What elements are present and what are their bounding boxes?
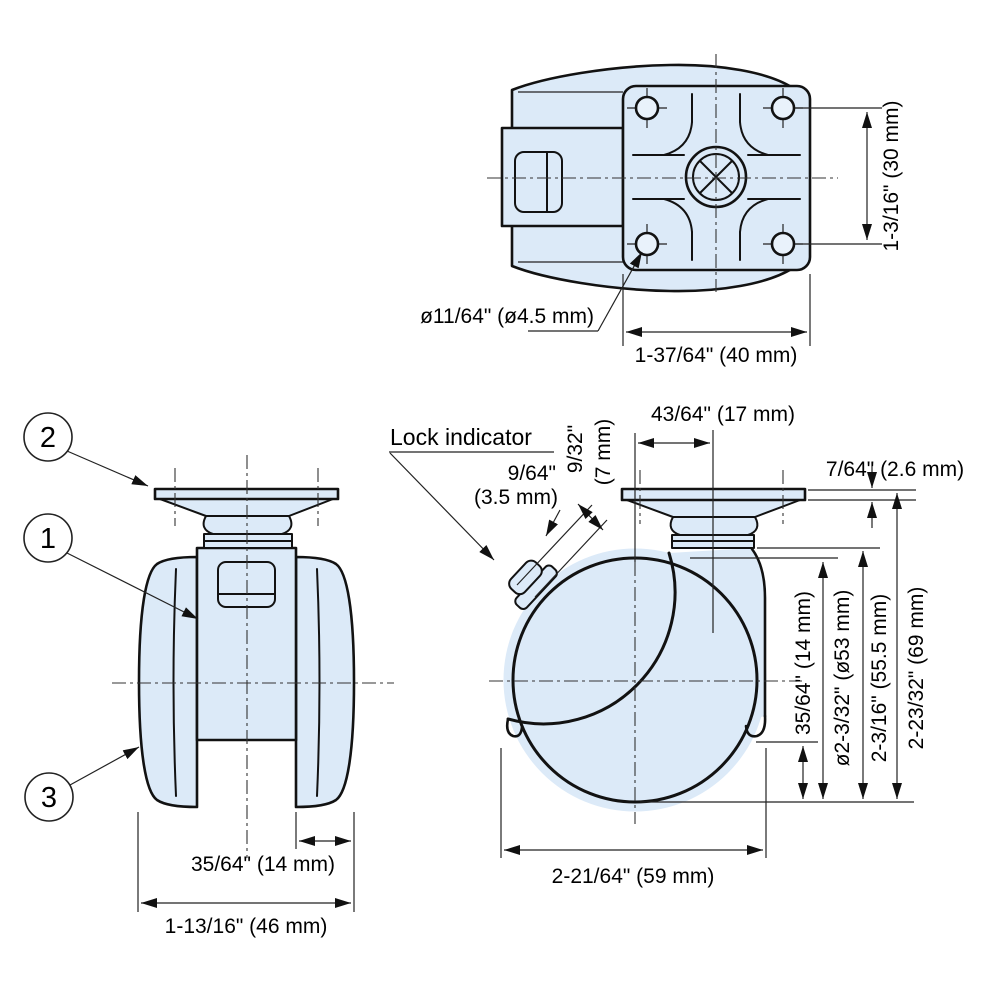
top-view: 1-3/16" (30 mm) 1-37/64" (40 mm) ø11/64"… [420,54,903,367]
side-view: 43/64" (17 mm) 7/64" (2.6 mm) 35/64" (14… [389,403,964,888]
side-shell-left-foot [505,717,524,738]
dim-text-lock-protrusion-1: 9/64" [508,462,556,485]
dim-text-ground-clearance: 35/64" (14 mm) [792,591,815,735]
dim-swivel-offset: 43/64" (17 mm) [638,403,795,448]
balloon-3-label: 3 [41,782,57,814]
side-stem-neck [669,516,759,536]
dim-overall-width: 1-13/16" (46 mm) [137,812,351,938]
dim-text-wheel-width: 35/64" (14 mm) [191,853,335,876]
dim-body-width: 2-21/64" (59 mm) [500,748,767,888]
dim-ground-clearance: 35/64" (14 mm) [792,591,815,799]
balloon-2-label: 2 [40,422,56,454]
dim-hole-spacing-vertical: 1-3/16" (30 mm) [795,101,903,252]
swivel-bore-cross-icon [699,160,733,194]
dim-text-plate-thickness: 7/64" (2.6 mm) [826,458,964,481]
balloon-1-label: 1 [40,523,56,555]
dim-plate-thickness: 7/64" (2.6 mm) [808,458,964,528]
dim-text-wheel-diameter: ø2-3/32" (ø53 mm) [831,590,854,767]
top-view-lock-button [514,151,563,213]
callout-hole-diameter: ø11/64" (ø4.5 mm) [420,251,643,332]
dim-wheel-diameter: ø2-3/32" (ø53 mm) [818,562,854,799]
balloon-3: 3 [24,746,140,822]
plate-ridges [632,93,801,261]
dim-lock-width: 9/32" (7 mm) [516,419,615,598]
dim-text-body-height: 2-3/16" (55.5 mm) [868,594,891,763]
dim-text-lock-width-1: 9/32" [564,425,587,473]
front-right-wheel [294,555,356,809]
front-right-wheel-edge-line [316,568,321,797]
dim-overall-height: 2-23/32" (69 mm) [892,493,928,799]
dim-text-swivel-offset: 43/64" (17 mm) [651,403,795,426]
dim-text-lock-protrusion-2: (3.5 mm) [474,486,558,509]
dim-text-overall-height: 2-23/32" (69 mm) [905,587,928,750]
dim-text-hole-spacing-v: 1-3/16" (30 mm) [880,101,903,252]
dim-text-plate-width: 1-37/64" (40 mm) [635,344,798,367]
dim-wheel-width: 35/64" (14 mm) [191,812,355,912]
dim-text-overall-width: 1-13/16" (46 mm) [165,915,328,938]
dim-text-body-width: 2-21/64" (59 mm) [552,865,715,888]
balloon-1: 1 [23,513,199,620]
front-left-wheel [137,555,199,809]
side-shell-right-edge [750,547,767,718]
dim-text-lock-width-2: (7 mm) [592,419,615,486]
side-shell-outer-arc [506,551,677,726]
lock-indicator-label: Lock indicator [390,424,532,450]
side-lock-button [508,559,558,610]
front-left-wheel-edge-line [172,568,177,797]
dim-text-hole-diameter: ø11/64" (ø4.5 mm) [420,305,594,328]
callout-lock-indicator: Lock indicator [389,424,554,561]
dim-lock-protrusion: 9/64" (3.5 mm) [474,462,561,537]
balloon-2: 2 [23,412,149,487]
dim-plate-width: 1-37/64" (40 mm) [622,274,811,367]
front-view: 35/64" (14 mm) 1-13/16" (46 mm) 2 1 3 [23,412,394,938]
dim-body-height: 2-3/16" (55.5 mm) [858,551,891,799]
side-shell-right-foot [744,714,767,738]
